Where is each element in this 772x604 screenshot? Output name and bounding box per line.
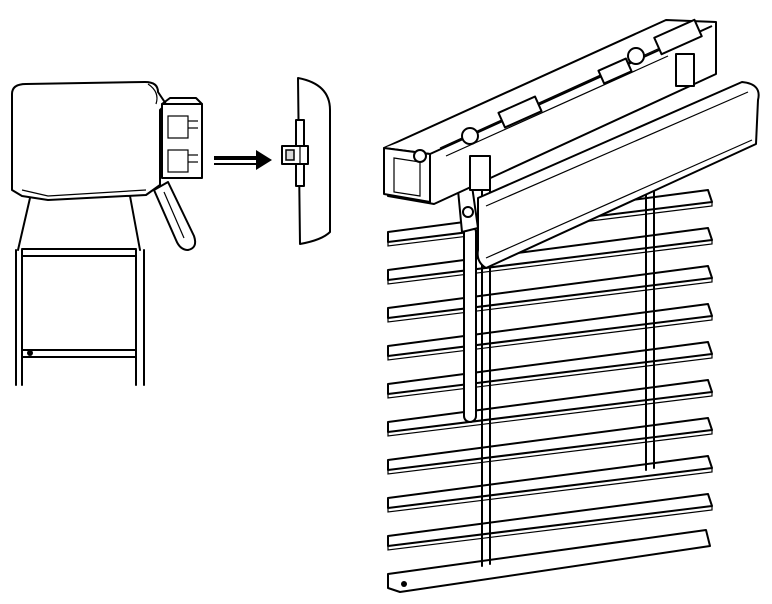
- slat-edge: [387, 430, 713, 475]
- slat-edge: [387, 316, 713, 361]
- wall-piece: [297, 77, 331, 245]
- slat-edge: [387, 392, 713, 437]
- slat-edge: [387, 468, 713, 513]
- assembled-blind: [383, 18, 760, 593]
- slat-stack: [387, 189, 713, 593]
- bracket-clip-icon: [161, 97, 203, 179]
- slat-edge: [387, 240, 713, 285]
- slat-edge: [387, 506, 713, 551]
- slat-edge: [387, 278, 713, 323]
- headrail-body: [11, 81, 167, 201]
- valance: [476, 81, 760, 269]
- tilt-wand-icon: [153, 181, 197, 251]
- bottom-rail: [387, 529, 711, 593]
- end-cap-icon: [401, 581, 407, 587]
- headrail-box: [383, 19, 717, 205]
- headrail-mechanism: [413, 18, 703, 191]
- ladder-tape: [15, 195, 145, 386]
- right-arrow-icon: [214, 150, 272, 170]
- headrail-cross-section: [11, 81, 203, 386]
- slat-edge: [387, 354, 713, 399]
- mounting-bracket-icon: [281, 77, 331, 245]
- tilt-wand-icon: [457, 185, 479, 423]
